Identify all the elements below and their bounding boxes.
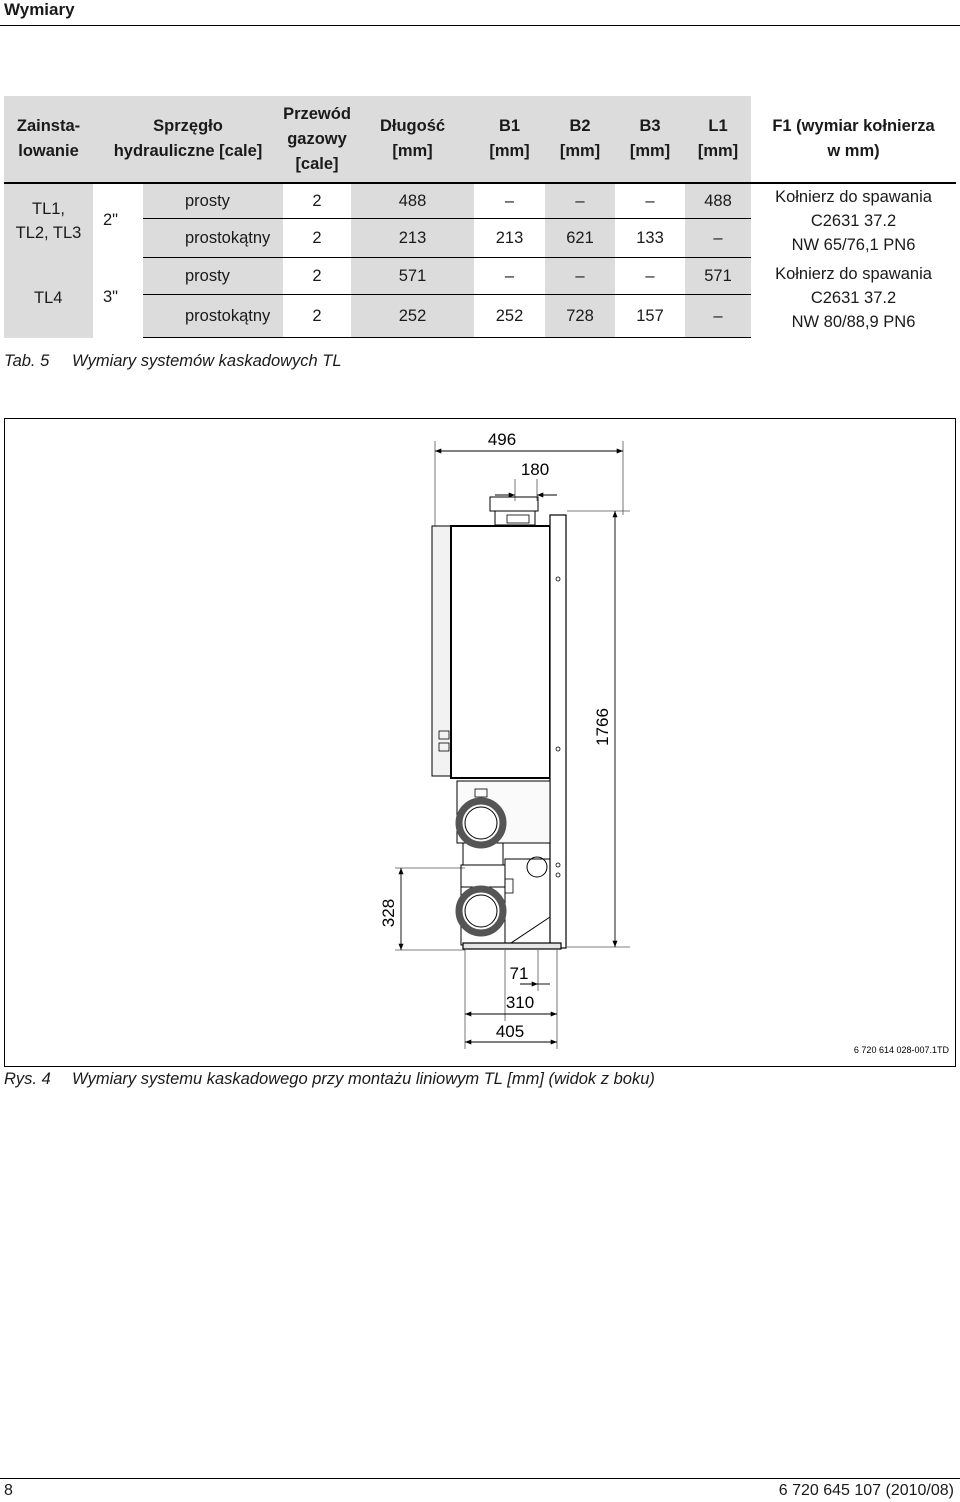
table-row: prostokątny 2 252 252 728 157 –	[4, 294, 956, 338]
gas-cell: 2	[283, 257, 351, 295]
dimension-lines	[398, 448, 623, 1045]
header-length: Długość[mm]	[351, 96, 474, 184]
length-cell: 213	[351, 218, 474, 258]
dimension-328-label: 328	[379, 899, 398, 927]
b1-cell: 213	[474, 218, 545, 258]
table-row: TL4 3" prosty 2 571 – – – 571 Kołnierz d…	[4, 257, 956, 338]
figure-caption-text: Wymiary systemu kaskadowego przy montażu…	[72, 1070, 655, 1088]
table-caption: Tab. 5 Wymiary systemów kaskadowych TL	[4, 352, 342, 371]
length-cell: 571	[351, 257, 474, 295]
b1-cell: –	[474, 257, 545, 295]
figure-code: 6 720 614 028-007.1TD	[854, 1045, 950, 1055]
coupling-type-cell: prostokątny	[143, 218, 283, 258]
l1-cell: 488	[685, 183, 751, 219]
section-title: Wymiary	[4, 0, 75, 19]
installation-cell: TL1,TL2, TL3	[4, 183, 93, 258]
figure-caption: Rys. 4 Wymiary systemu kaskadowego przy m…	[4, 1070, 655, 1089]
dimension-71-label: 71	[510, 964, 529, 983]
dimension-180-label: 180	[521, 460, 549, 479]
header-b1: B1[mm]	[474, 96, 545, 184]
boiler-outline	[431, 496, 567, 949]
table-caption-number: Tab. 5	[4, 352, 50, 370]
table-caption-text: Wymiary systemów kaskadowych TL	[72, 352, 342, 370]
dimension-310-label: 310	[506, 993, 534, 1012]
dimension-496-label: 496	[488, 430, 516, 449]
title-divider	[0, 25, 960, 26]
b3-cell: 133	[615, 218, 685, 258]
b2-cell: –	[545, 257, 615, 295]
dimension-405-label: 405	[496, 1022, 524, 1041]
l1-cell: –	[685, 294, 751, 338]
coupling-size-cell: 3"	[103, 288, 119, 306]
footer-divider	[0, 1478, 960, 1479]
length-cell: 488	[351, 183, 474, 219]
coupling-size-cell: 2"	[103, 211, 119, 230]
header-l1: L1[mm]	[685, 96, 751, 184]
l1-cell: –	[685, 218, 751, 258]
installation-cell: TL4	[4, 257, 93, 338]
b3-cell: –	[615, 257, 685, 295]
figure-frame: 496 180 1766 328 71 310 405 6 720 614 02…	[4, 418, 956, 1067]
coupling-type-cell: prostokątny	[143, 294, 283, 338]
gas-cell: 2	[283, 183, 351, 219]
b2-cell: –	[545, 183, 615, 219]
b2-cell: 728	[545, 294, 615, 338]
header-b3: B3[mm]	[615, 96, 685, 184]
figure-caption-number: Rys. 4	[4, 1070, 51, 1088]
b2-cell: 621	[545, 218, 615, 258]
coupling-type-cell: prosty	[143, 183, 283, 219]
table-row: TL1,TL2, TL3 2" prosty 2 488 – – – 488 K…	[4, 183, 956, 258]
b1-cell: –	[474, 183, 545, 219]
b3-cell: –	[615, 183, 685, 219]
table-row: prostokątny 2 213 213 621 133 –	[4, 218, 956, 258]
header-installation: Zainsta-lowanie	[4, 96, 93, 184]
length-cell: 252	[351, 294, 474, 338]
page-number: 8	[4, 1482, 13, 1499]
gas-cell: 2	[283, 294, 351, 338]
cascade-side-view-drawing: 496 180 1766 328 71 310 405 6 720 614 02…	[379, 430, 949, 1055]
hydraulic-section	[455, 780, 562, 950]
dimension-labels: 496 180 1766 328 71 310 405 6 720 614 02…	[379, 430, 949, 1055]
l1-cell: 571	[685, 257, 751, 295]
document-id: 6 720 645 107 (2010/08)	[778, 1482, 954, 1499]
gas-cell: 2	[283, 218, 351, 258]
coupling-type-cell: prosty	[143, 257, 283, 295]
dimension-1766-label: 1766	[593, 708, 612, 746]
header-b2: B2[mm]	[545, 96, 615, 184]
b1-cell: 252	[474, 294, 545, 338]
b3-cell: 157	[615, 294, 685, 338]
